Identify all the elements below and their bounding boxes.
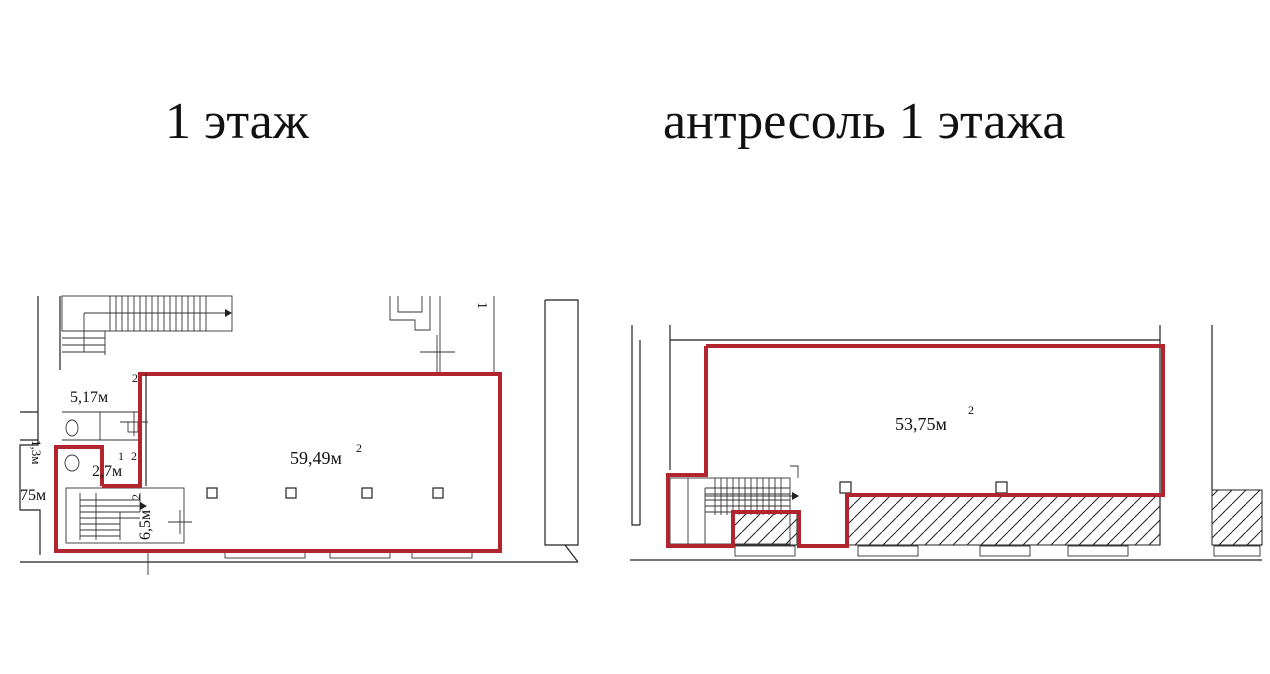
wc-room-top [62, 411, 140, 441]
column [206, 487, 218, 499]
mezzanine-title: антресоль 1 этажа [663, 93, 1066, 150]
toilet-icon [64, 454, 80, 472]
room-area-75: 75м [20, 487, 46, 504]
column [839, 481, 852, 494]
marker-1: 1 [474, 302, 489, 309]
top-staircase [61, 295, 233, 355]
highlight-mezzanine-outline [666, 344, 1165, 548]
room-marker-1: 1 [118, 449, 124, 463]
mezzanine-area-53-75: 53,75м [895, 414, 947, 434]
room-area-5-17: 5,17м [70, 389, 108, 406]
room-sup-2b: 2 [129, 494, 143, 500]
mezzanine-plan: 53,75м 2 [630, 325, 1263, 561]
floor-1-plan: 5,17м 2 2,7м 1 2 75м 1,3м [19, 295, 579, 575]
left-outer-wall [631, 325, 640, 526]
room-area-2-7: 2,7м [92, 463, 122, 480]
mezzanine-area-sup: 2 [968, 403, 974, 417]
room-area-6-5: 6,5м [137, 510, 154, 540]
main-area-sup: 2 [356, 441, 362, 455]
highlight-wc-outline [54, 445, 104, 486]
room-sup-2: 2 [131, 449, 137, 463]
wall-detail [564, 544, 579, 563]
bottom-staircase [65, 487, 185, 544]
cross-markers [120, 335, 455, 575]
hatched-void-3 [1211, 489, 1263, 546]
top-right-fixtures [389, 296, 495, 372]
column [995, 481, 1008, 494]
hatched-void-1 [732, 511, 798, 546]
floor-1-title: 1 этаж [165, 93, 309, 150]
bottom-windows [734, 545, 1261, 557]
hatched-void-2 [846, 495, 1161, 546]
main-area-59-49: 59,49м [290, 448, 342, 468]
neighbor-building [544, 299, 579, 546]
column [361, 487, 373, 499]
column [285, 487, 297, 499]
room-area-1-3: 1,3м [29, 440, 44, 464]
column [432, 487, 444, 499]
left-outer-wall [19, 296, 41, 555]
highlight-main-outline [54, 372, 502, 553]
room-area-sup: 2 [132, 371, 138, 385]
